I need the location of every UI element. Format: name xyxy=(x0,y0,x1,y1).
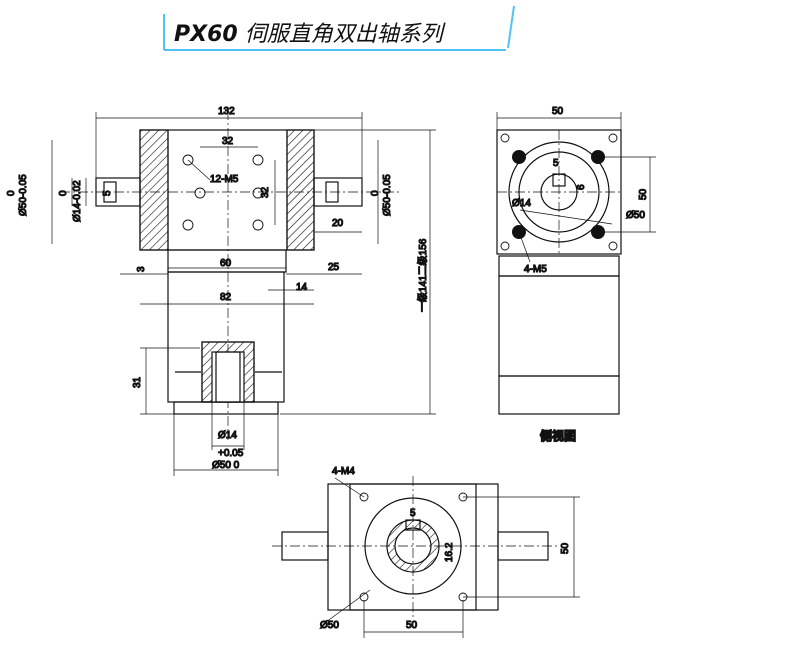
title-series: 伺服直角双出轴系列 xyxy=(244,22,443,47)
bottom-holes: 4-M4 xyxy=(332,466,355,477)
dim-25: 25 xyxy=(328,262,340,273)
side-6: 6 xyxy=(576,184,587,190)
dim-82: 82 xyxy=(220,292,232,303)
bottom-key: 5 xyxy=(410,508,416,519)
side-dia-50: Ø50 xyxy=(626,210,645,221)
title-model: PX60 xyxy=(174,22,238,47)
key-left: 5 xyxy=(102,190,113,196)
bottom-dia-14: Ø14 xyxy=(218,430,237,441)
left-dia-50: Ø50-0.05 xyxy=(18,174,29,216)
right-dia-50: Ø50-0.05 xyxy=(382,174,393,216)
dim-14: 14 xyxy=(296,282,308,293)
left-dia-14: Ø14-0.02 xyxy=(72,180,83,222)
side-holes: 4-M5 xyxy=(524,264,547,275)
bottom-dia-50-label: Ø50 xyxy=(320,620,339,631)
side-view xyxy=(496,112,656,415)
side-height: 50 xyxy=(638,188,649,200)
right-hatch xyxy=(286,129,315,251)
bottom-tol: +0.05 xyxy=(218,448,244,459)
dim-31: 31 xyxy=(132,376,143,388)
title-frame xyxy=(163,5,515,51)
right-dia-50-tol: 0 xyxy=(370,190,381,196)
side-key: 5 xyxy=(553,158,559,169)
holes-12-m5: 12-M5 xyxy=(210,174,239,185)
bottom-dia-50: Ø50 0 xyxy=(212,460,240,471)
page-title: PX60 伺服直角双出轴系列 xyxy=(174,16,443,48)
dim-3: 3 xyxy=(136,266,147,272)
left-dia-14-tol: 0 xyxy=(58,190,69,196)
length-note: 一级141二级156 xyxy=(417,238,429,312)
bottom-16-2: 16.2 xyxy=(444,542,455,562)
dim-20: 20 xyxy=(332,218,344,229)
dim-32-b: 32 xyxy=(260,186,271,198)
side-caption: 侧视图 xyxy=(540,428,576,443)
left-hatch xyxy=(139,129,169,251)
side-dia-14: Ø14 xyxy=(512,198,531,209)
bottom-view xyxy=(272,476,580,638)
bottom-width: 50 xyxy=(406,620,418,631)
dim-32-a: 32 xyxy=(222,136,234,147)
bottom-height: 50 xyxy=(560,542,571,554)
dim-132: 132 xyxy=(218,106,235,117)
dim-60: 60 xyxy=(220,258,232,269)
side-width: 50 xyxy=(552,106,564,117)
left-dia-50-tol: 0 xyxy=(6,190,17,196)
front-view xyxy=(51,110,436,476)
title-banner: PX60 伺服直角双出轴系列 xyxy=(162,4,518,52)
